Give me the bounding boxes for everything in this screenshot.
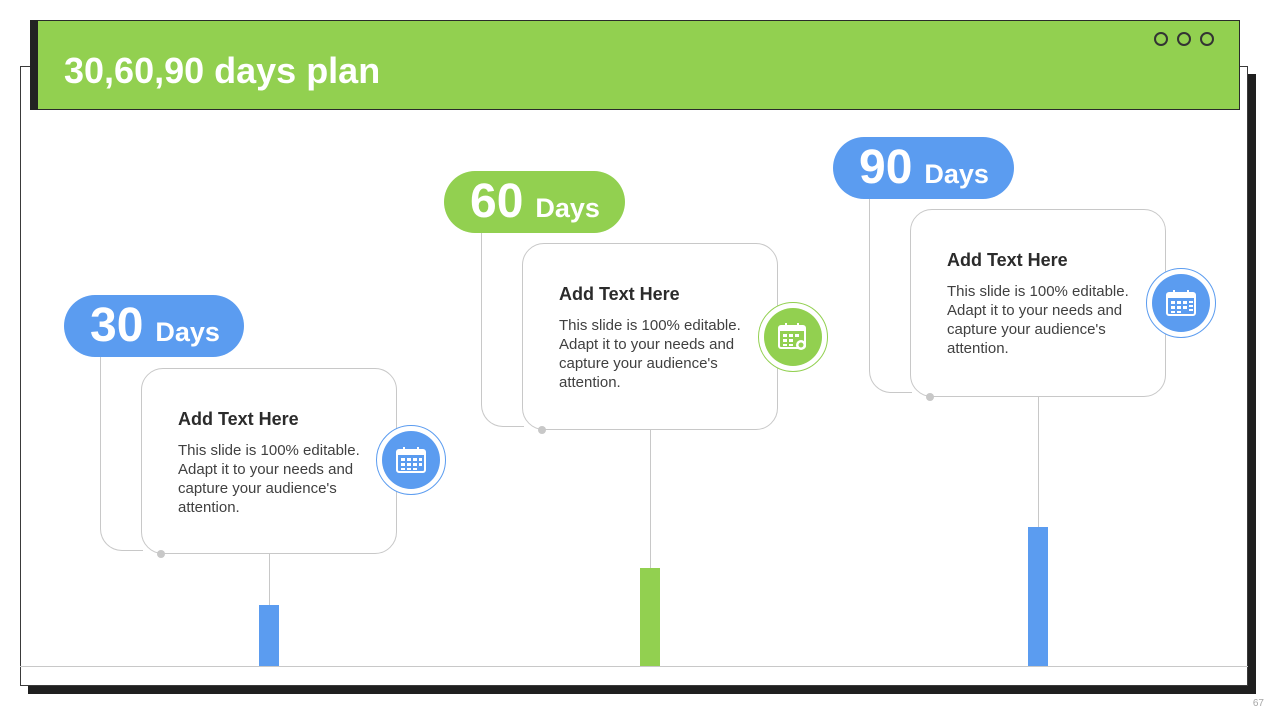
text-card: Add Text Here This slide is 100% editabl… bbox=[522, 243, 778, 430]
icon-circle bbox=[1152, 274, 1210, 332]
days-unit: Days bbox=[535, 193, 600, 223]
card-body: This slide is 100% editable. Adapt it to… bbox=[178, 442, 360, 516]
anchor-dot bbox=[538, 426, 546, 434]
card-title: Add Text Here bbox=[947, 250, 1068, 270]
icon-ring bbox=[1146, 268, 1216, 338]
card-title: Add Text Here bbox=[559, 284, 680, 304]
days-pill: 30 Days bbox=[64, 295, 244, 357]
days-unit: Days bbox=[155, 317, 220, 347]
stem-line bbox=[269, 554, 270, 605]
progress-bar bbox=[640, 568, 660, 667]
dot-icon bbox=[1154, 32, 1168, 46]
card-body: This slide is 100% editable. Adapt it to… bbox=[947, 283, 1129, 357]
dot-icon bbox=[1200, 32, 1214, 46]
calendar-icon bbox=[778, 323, 806, 350]
calendar-icon bbox=[396, 447, 426, 473]
days-number: 90 bbox=[859, 141, 913, 194]
calendar-icon bbox=[1166, 290, 1196, 316]
connector-bracket bbox=[869, 198, 912, 393]
days-pill: 60 Days bbox=[444, 171, 625, 233]
dot-icon bbox=[1177, 32, 1191, 46]
menu-dots[interactable] bbox=[1154, 32, 1214, 46]
page-title: 30,60,90 days plan bbox=[64, 50, 381, 91]
icon-circle bbox=[764, 308, 822, 366]
days-unit: Days bbox=[924, 159, 989, 189]
stem-line bbox=[650, 430, 651, 568]
icon-ring bbox=[376, 425, 446, 495]
text-card: Add Text Here This slide is 100% editabl… bbox=[141, 368, 397, 554]
card-title: Add Text Here bbox=[178, 409, 299, 429]
connector-bracket bbox=[100, 356, 143, 551]
days-number: 60 bbox=[470, 175, 524, 228]
baseline bbox=[20, 666, 1248, 667]
days-pill: 90 Days bbox=[833, 137, 1014, 199]
page-number: 67 bbox=[1252, 698, 1264, 709]
days-number: 30 bbox=[90, 299, 144, 352]
stem-line bbox=[1038, 397, 1039, 527]
connector-bracket bbox=[481, 232, 524, 427]
title-accent bbox=[30, 20, 38, 110]
icon-circle bbox=[382, 431, 440, 489]
card-body: This slide is 100% editable. Adapt it to… bbox=[559, 317, 741, 391]
progress-bar bbox=[259, 605, 279, 667]
progress-bar bbox=[1028, 527, 1048, 667]
text-card: Add Text Here This slide is 100% editabl… bbox=[910, 209, 1166, 397]
anchor-dot bbox=[926, 393, 934, 401]
title-bar bbox=[30, 20, 1240, 110]
anchor-dot bbox=[157, 550, 165, 558]
icon-ring bbox=[758, 302, 828, 372]
